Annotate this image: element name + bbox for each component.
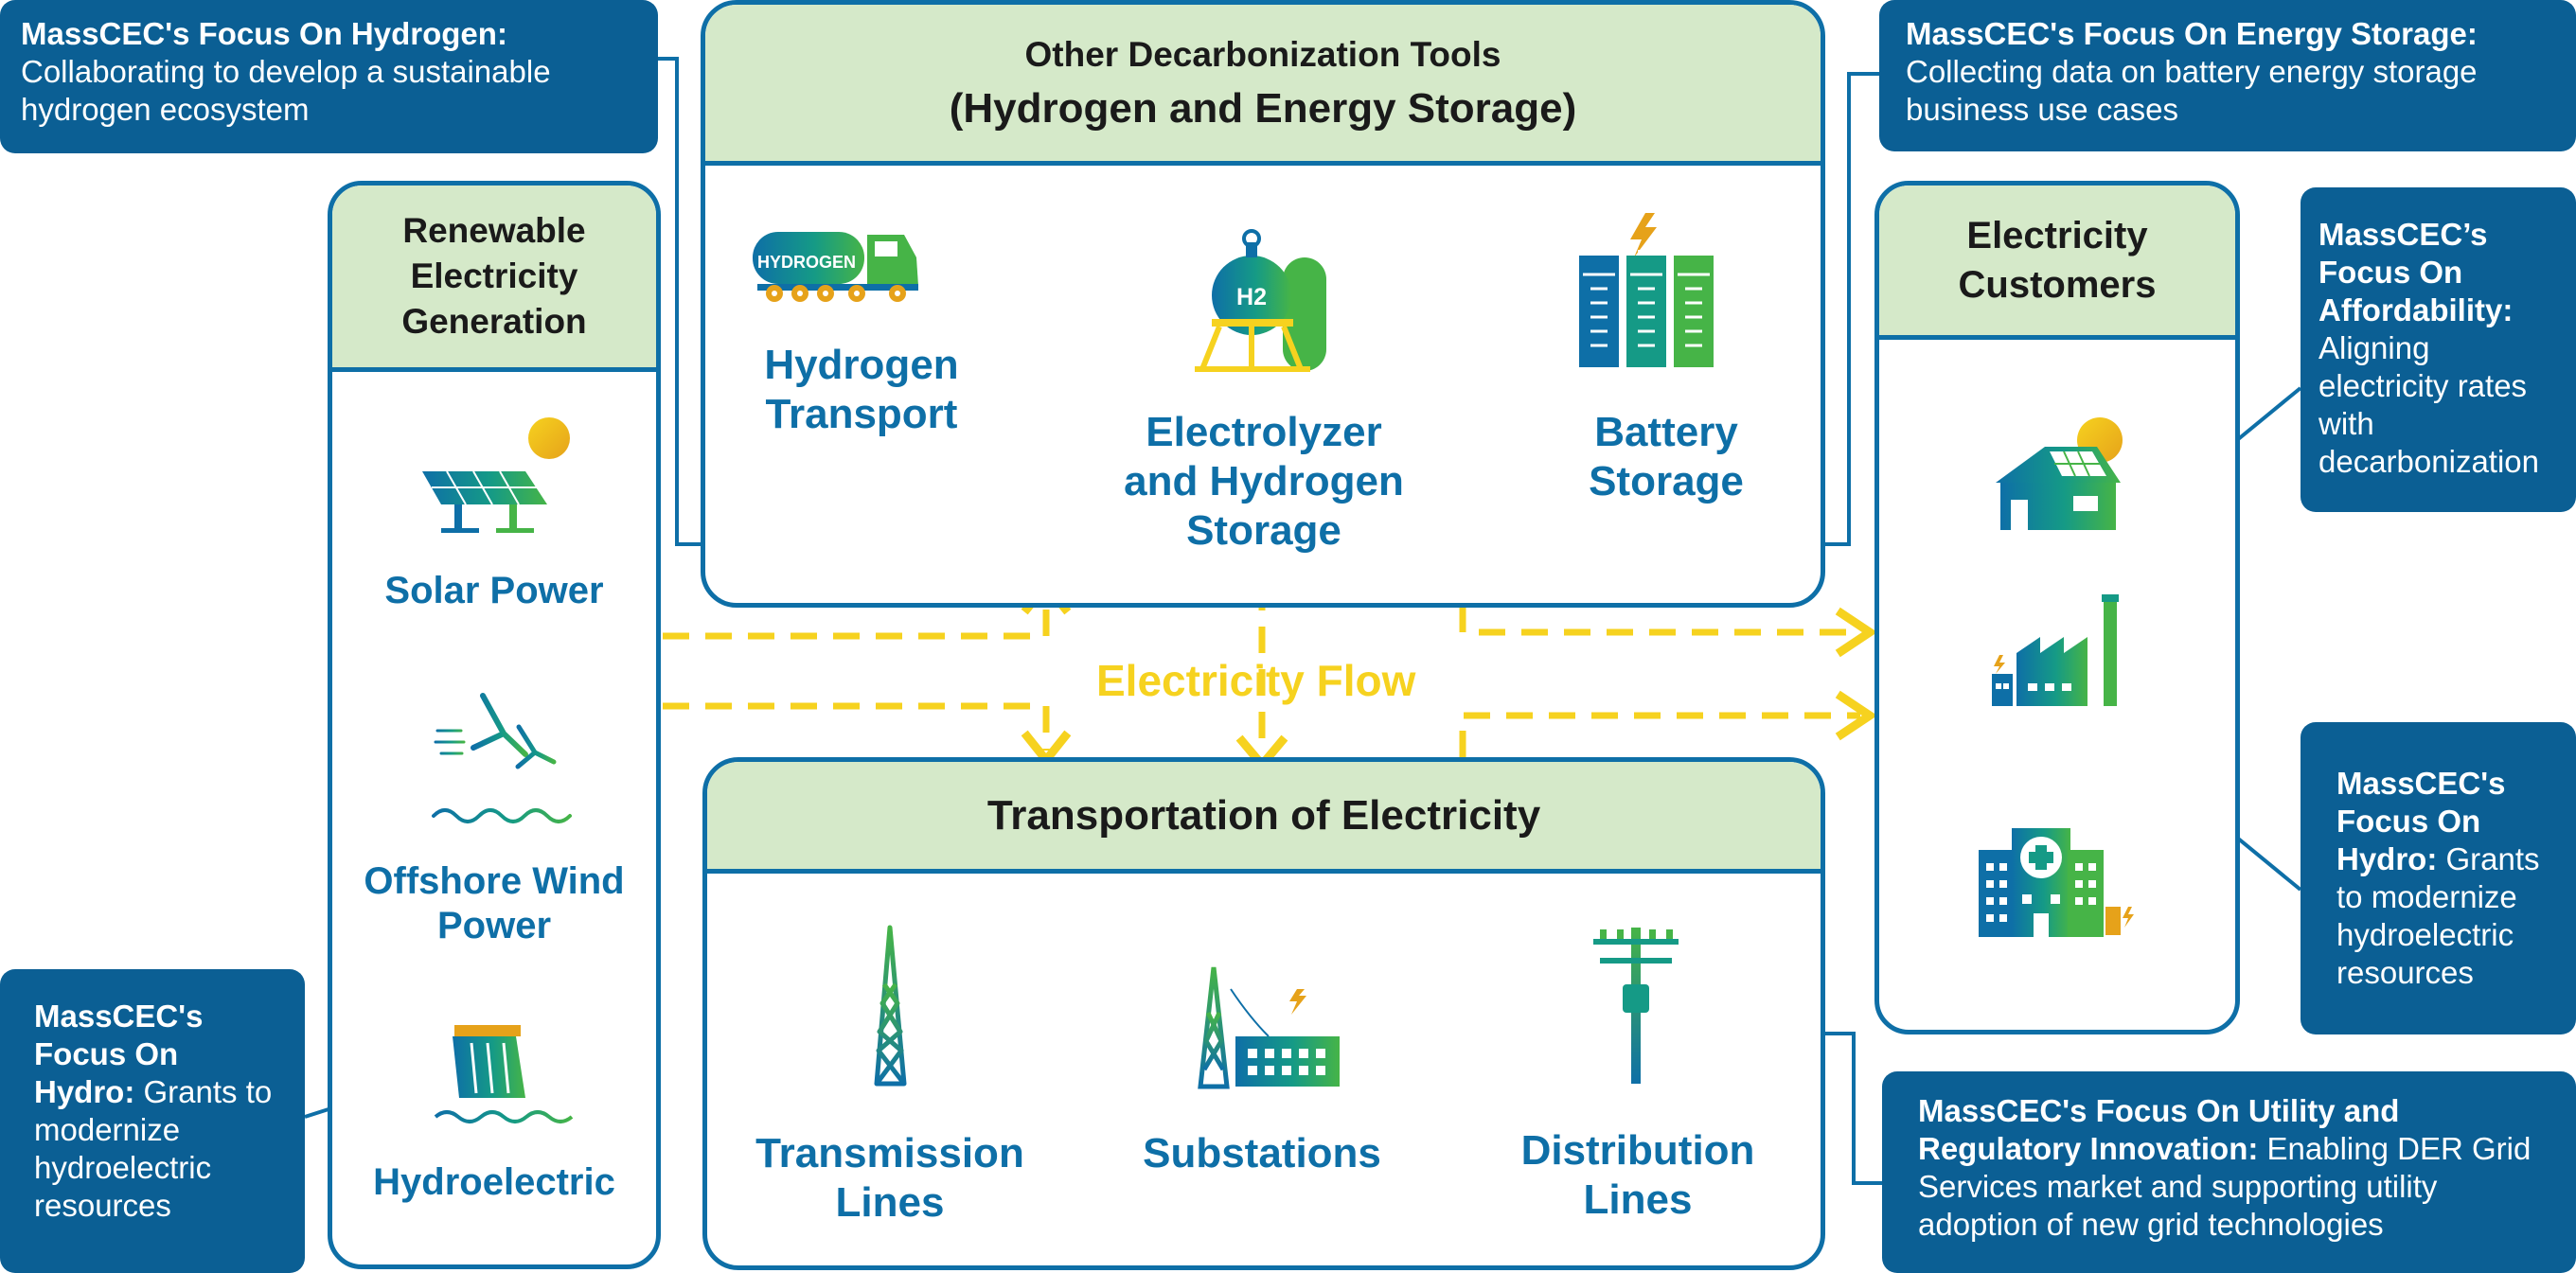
decarbonization-heading-line1: Other Decarbonization Tools	[1024, 34, 1501, 74]
affordability-callout-connector	[2235, 386, 2302, 442]
hydrogen-callout: MassCEC's Focus On Hydrogen: Collaborati…	[0, 0, 658, 153]
distribution-lines-label: Distribution Lines	[1520, 1127, 1755, 1223]
hydro-left-callout: MassCEC's Focus On Hydro: Grants to mode…	[0, 969, 305, 1273]
affordability-callout-title: MassCEC’s Focus On Affordability:	[2318, 217, 2514, 327]
generation-heading-text: Renewable Electricity Generation	[401, 211, 587, 341]
generation-panel: Renewable Electricity Generation	[328, 181, 661, 1269]
utility-callout: MassCEC's Focus On Utility and Regulator…	[1882, 1071, 2576, 1273]
customers-heading-text: Electricity Customers	[1958, 215, 2157, 306]
hydro-right-callout: MassCEC's Focus On Hydro: Grants to mode…	[2301, 722, 2576, 1034]
transmission-lines-label: Transmission Lines	[755, 1130, 1024, 1226]
energy-storage-callout: MassCEC's Focus On Energy Storage: Colle…	[1879, 0, 2576, 151]
customers-panel: Electricity Customers	[1874, 181, 2240, 1034]
hydro-right-callout-title: MassCEC's Focus On Hydro:	[2336, 766, 2506, 876]
transportation-heading-text: Transportation of Electricity	[986, 791, 1541, 839]
transportation-heading: Transportation of Electricity	[707, 762, 1821, 874]
hydrogen-callout-body: Collaborating to develop a sustainable h…	[21, 54, 551, 127]
electricity-flow-label: Electricity Flow	[1096, 656, 1416, 705]
energy-storage-callout-body: Collecting data on battery energy storag…	[1906, 54, 2478, 127]
decarbonization-heading: Other Decarbonization Tools (Hydrogen an…	[705, 5, 1821, 166]
hydro-right-callout-body: Grants to modernize hydroelectric resour…	[2336, 841, 2540, 990]
solar-power-label: Solar Power	[384, 570, 604, 611]
hydroelectric-label: Hydroelectric	[373, 1161, 615, 1203]
utility-callout-title: MassCEC's Focus On Utility and Regulator…	[1918, 1093, 2400, 1166]
hydrogen-callout-title: MassCEC's Focus On Hydrogen:	[21, 16, 507, 51]
substations-label: Substations	[1143, 1130, 1381, 1176]
hydrogen-transport-label: Hydrogen Transport	[764, 342, 959, 437]
battery-storage-label: Battery Storage	[1589, 409, 1744, 504]
energy-storage-callout-title: MassCEC's Focus On Energy Storage:	[1906, 16, 2478, 51]
hydro-left-callout-title: MassCEC's Focus On Hydro:	[34, 999, 204, 1109]
electrolyzer-label: Electrolyzer and Hydrogen Storage	[1124, 409, 1404, 554]
hydro-right-callout-connector	[2235, 836, 2302, 892]
customers-heading: Electricity Customers	[1879, 186, 2235, 340]
utility-callout-body: Enabling DER Grid Services market and su…	[1918, 1131, 2532, 1242]
affordability-callout: MassCEC’s Focus On Affordability: Aligni…	[2301, 187, 2576, 512]
wind-power-label: Offshore Wind Power	[364, 860, 625, 947]
affordability-callout-body: Aligning electricity rates with decarbon…	[2318, 330, 2539, 479]
generation-heading: Renewable Electricity Generation	[332, 186, 656, 372]
decarbonization-heading-line2: (Hydrogen and Energy Storage)	[949, 84, 1577, 132]
hydro-left-callout-body: Grants to modernize hydroelectric resour…	[34, 1074, 273, 1223]
